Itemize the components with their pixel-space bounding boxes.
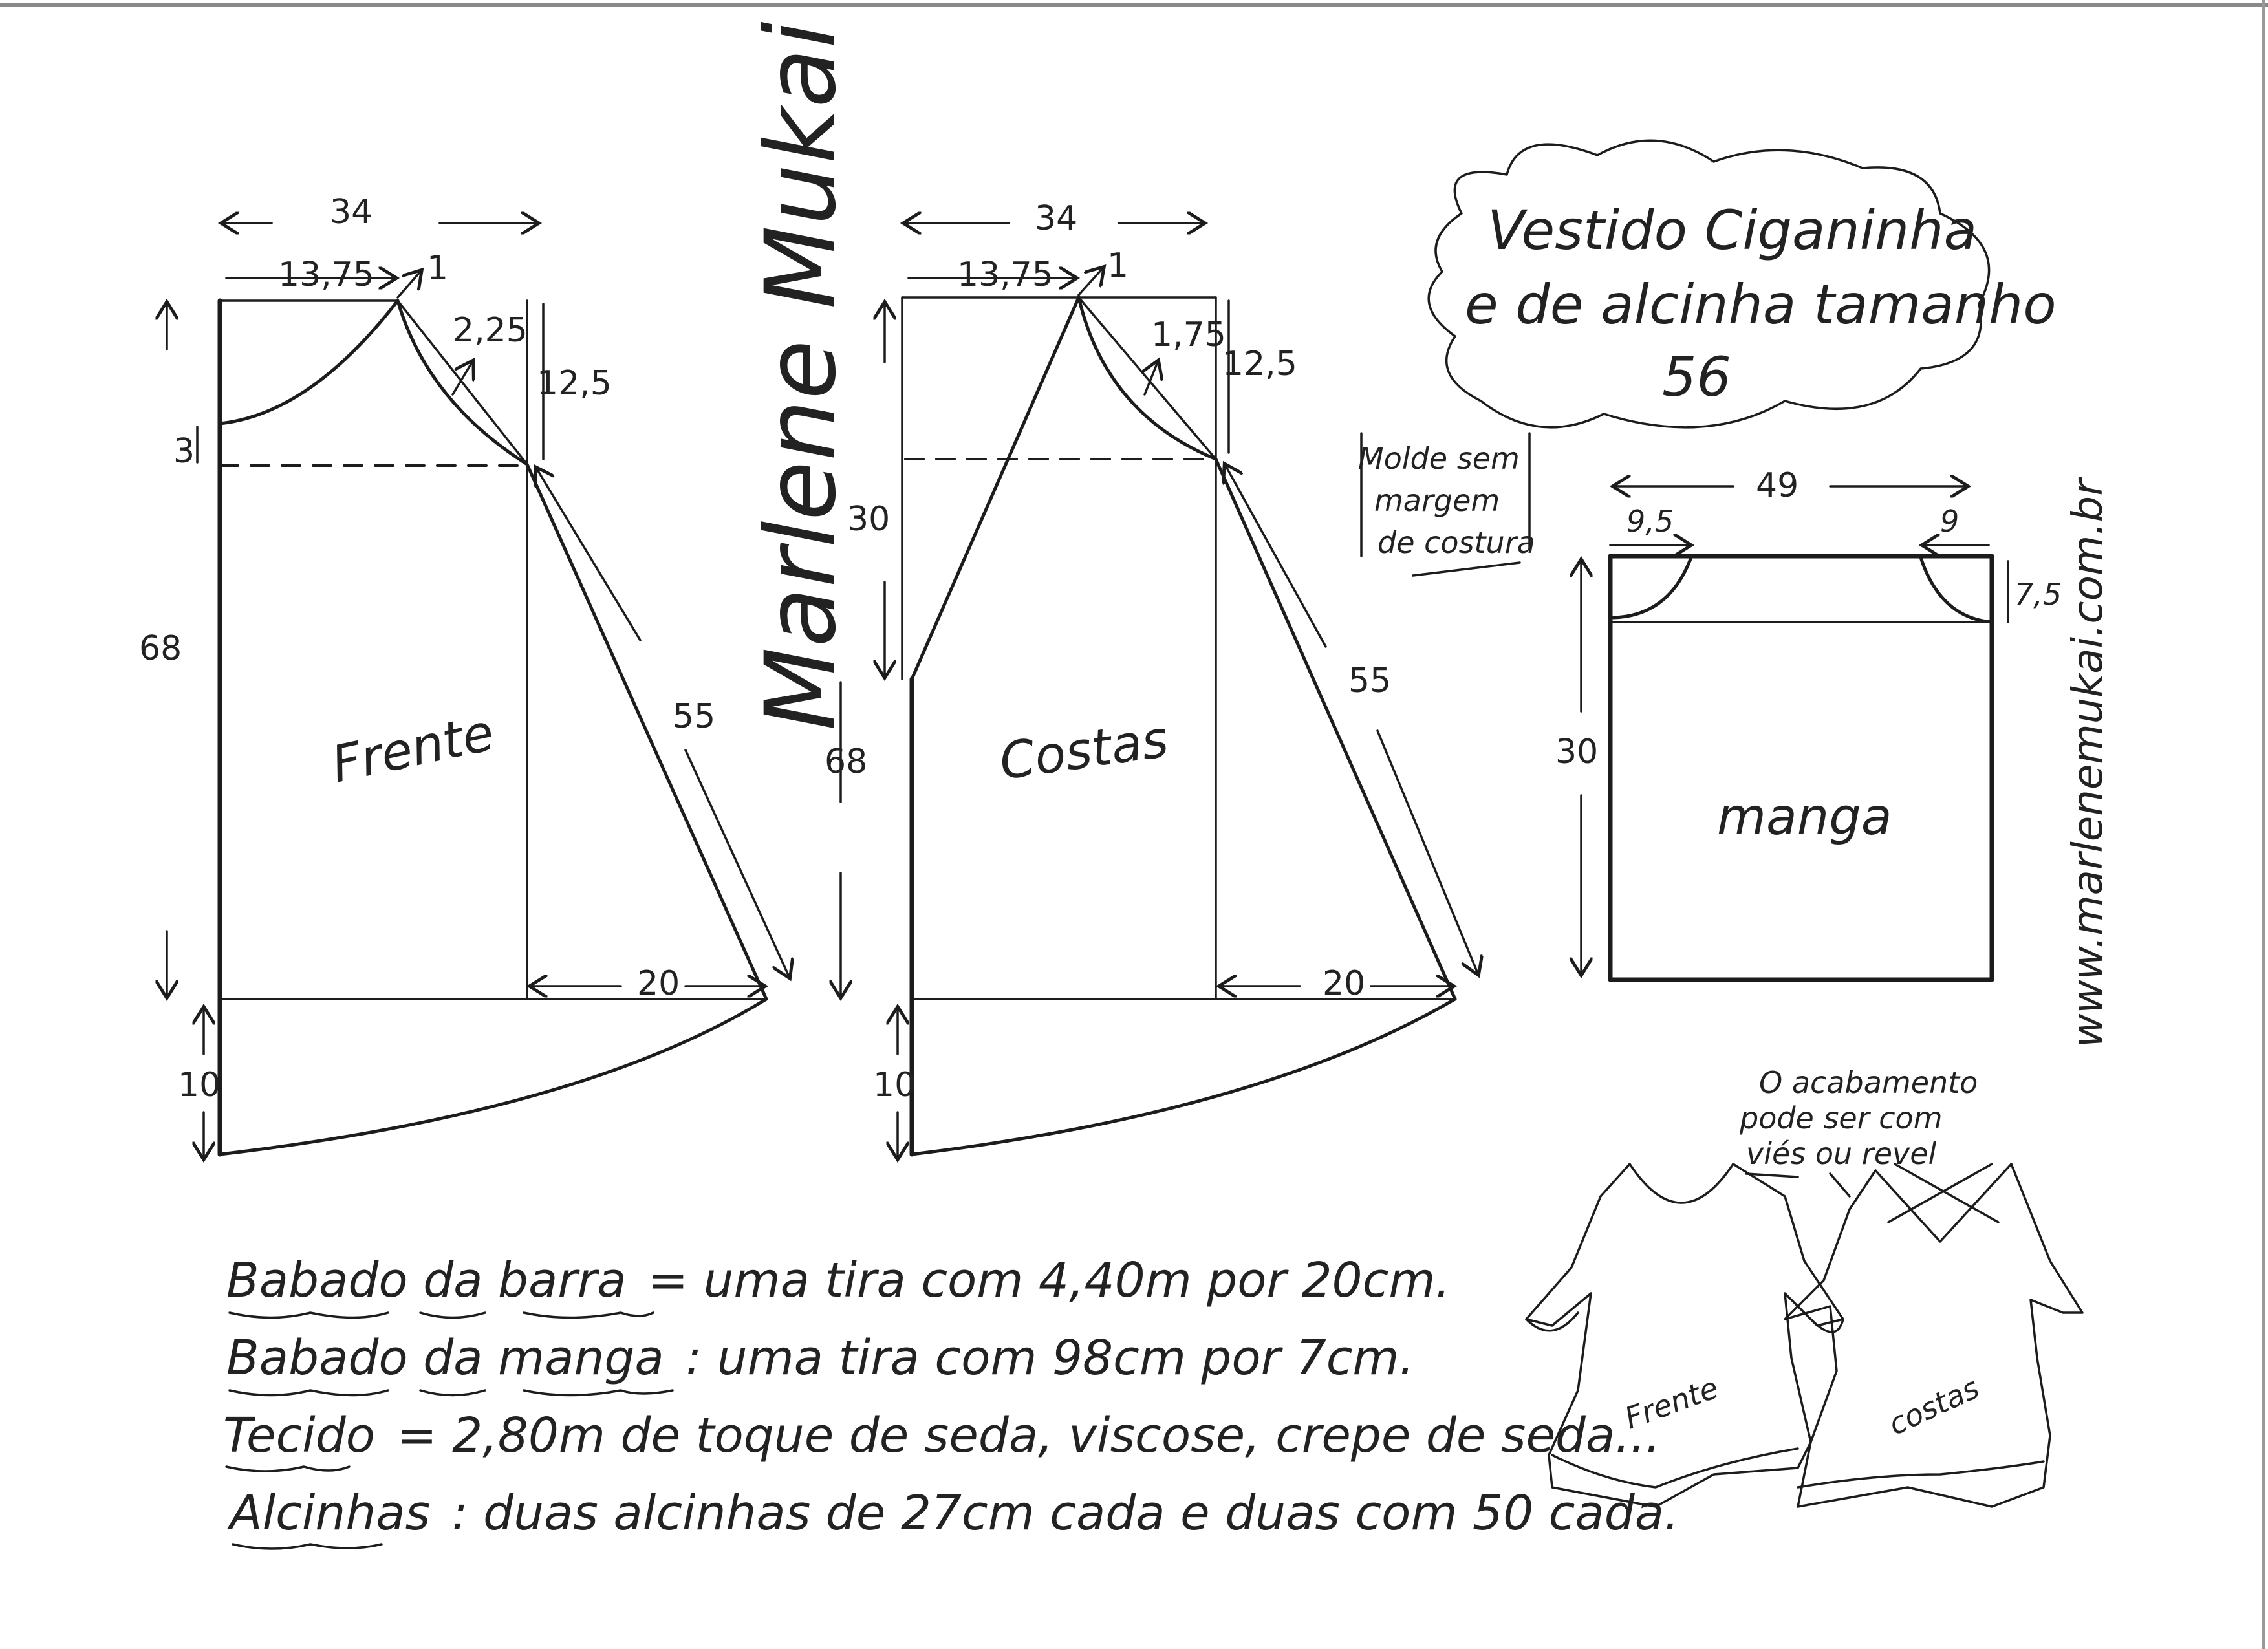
costas-label: Costas (996, 710, 1172, 792)
costas-ruffle-label: 10 (873, 1066, 916, 1105)
back-sketch-strap-1 (1894, 1163, 2000, 1223)
molde-note: Molde sem margem de costura (1358, 432, 1535, 577)
instruction-1-term: Babado da barra (226, 1253, 627, 1308)
manga-length-label: 30 (1555, 733, 1598, 771)
costas-flare-line (1214, 457, 1457, 1001)
instruction-2: Babado da manga : uma tira com 98cm por … (226, 1330, 1414, 1386)
frente-length-label: 68 (139, 629, 182, 668)
frente-shoulder-rise-arrow (396, 272, 420, 299)
instruction-2-term: Babado da manga (226, 1330, 664, 1386)
molde-note-line2: margem (1374, 483, 1500, 518)
costas-shoulder-rise-arrow (1077, 268, 1103, 296)
front-sketch-left-ruffle (1525, 1311, 1579, 1332)
frente-neckline (218, 299, 400, 426)
frente-diagonal-label: 55 (673, 697, 715, 736)
back-sketch-label: costas (1883, 1370, 1985, 1442)
instruction-4-underline (232, 1543, 383, 1550)
manga-pattern: 49 9,5 9 7,5 30 manga (1555, 466, 2062, 982)
title-cloud-outline (1427, 139, 1991, 429)
front-sketch-neckline (1628, 1163, 1734, 1204)
costas-length-label: 68 (825, 742, 867, 781)
manga-curve-depth-label: 7,5 (2014, 577, 2062, 612)
costas-hem-ext-label: 20 (1323, 964, 1365, 1003)
costas-pattern: 34 13,75 1 1,75 12,5 30 68 55 20 10 Cost… (825, 199, 1478, 1158)
frente-flare-line (525, 462, 768, 1001)
instruction-1: Babado da barra = uma tira com 4,40m por… (226, 1253, 1451, 1308)
frente-pattern: 34 13,75 1 2,25 12,5 3 68 55 20 10 Frent… (139, 193, 789, 1158)
signature: Marlene Mukai (745, 21, 858, 731)
instruction-3-text: = 2,80m de toque de seda, viscose, crepe… (397, 1408, 1661, 1463)
frente-hem-ext-label: 20 (637, 964, 680, 1003)
title-line3: 56 (1662, 345, 1731, 409)
manga-left-curve (1608, 555, 1693, 620)
manga-label: manga (1717, 788, 1892, 846)
costas-hem-curve (910, 997, 1457, 1156)
instruction-3-term: Tecido (223, 1408, 375, 1463)
costas-diagonal-arrow-up (1226, 466, 1327, 648)
costas-shoulder-rise-label: 1 (1107, 246, 1129, 285)
costas-neckline (910, 296, 1081, 681)
instruction-4-term: Alcinhas (227, 1485, 430, 1541)
instruction-2-text: : uma tira com 98cm por 7cm. (686, 1330, 1414, 1386)
costas-diagonal-label: 55 (1348, 662, 1391, 700)
manga-right-curve (1919, 555, 1994, 624)
manga-left-curve-label: 9,5 (1626, 504, 1674, 539)
frente-shoulder-guide (396, 299, 528, 466)
costas-armhole (1077, 296, 1218, 461)
frente-ruffle-label: 10 (178, 1066, 221, 1105)
finish-note-line2: pode ser com (1739, 1101, 1943, 1136)
finish-note-line1: O acabamento (1759, 1065, 1978, 1100)
frente-hem-curve (218, 997, 768, 1156)
molde-note-line3: de costura (1377, 525, 1535, 560)
website-text: www.marlenemukai.com.br (2064, 477, 2112, 1048)
costas-neck-width-label: 13,75 (957, 255, 1053, 294)
back-sketch-strap-2 (1887, 1163, 1993, 1223)
front-sketch-hem-ruffle (1551, 1447, 1799, 1489)
instruction-2-underline (228, 1389, 674, 1397)
costas-diagonal-arrow-down (1376, 729, 1478, 973)
frente-diagonal-arrow-down (684, 749, 789, 976)
manga-right-curve-label: 9 (1940, 504, 1959, 539)
manga-width-label: 49 (1756, 466, 1798, 505)
costas-armhole-depth-arrow (1145, 362, 1158, 396)
frente-width-label: 34 (330, 193, 373, 232)
instruction-3: Tecido = 2,80m de toque de seda, viscose… (223, 1408, 1661, 1463)
back-sketch-hem-ruffle (1797, 1460, 2045, 1489)
instruction-3-underline (225, 1465, 351, 1472)
frente-armhole-depth-label: 2,25 (453, 311, 528, 350)
instruction-1-underline (228, 1311, 654, 1319)
finish-note: O acabamento pode ser com viés ou revel (1739, 1065, 1978, 1198)
dress-sketch-back: costas (1784, 1163, 2084, 1508)
frente-label: Frente (327, 704, 499, 795)
instruction-4-text: : duas alcinhas de 27cm cada e duas com … (452, 1485, 1679, 1541)
frente-neck-width-label: 13,75 (278, 255, 374, 294)
frente-armhole (396, 299, 529, 466)
manga-outline (1608, 554, 1994, 982)
back-sketch-outline (1784, 1163, 2084, 1508)
instruction-1-text: = uma tira com 4,40m por 20cm. (648, 1253, 1451, 1308)
frente-diagonal-arrow-up (537, 469, 642, 641)
costas-armhole-depth-label: 1,75 (1151, 316, 1226, 354)
molde-note-line1: Molde sem (1358, 441, 1520, 476)
title-line2: e de alcinha tamanho (1465, 273, 2057, 336)
frente-shoulder-rise-label: 1 (427, 249, 448, 288)
finish-note-line3: viés ou revel (1746, 1136, 1937, 1171)
molde-note-underline (1412, 561, 1521, 577)
instruction-4: Alcinhas : duas alcinhas de 27cm cada e … (227, 1485, 1679, 1541)
finish-note-pointer-left (1745, 1172, 1799, 1178)
costas-width-label: 34 (1035, 199, 1077, 238)
frente-neck-drop-label: 3 (173, 432, 195, 471)
title-line1: Vestido Ciganinha (1487, 199, 1977, 262)
title-cloud: Vestido Ciganinha e de alcinha tamanho 5… (1427, 139, 2057, 429)
frente-armhole-depth-arrow (451, 362, 472, 396)
costas-side-drop-label: 12,5 (1222, 345, 1297, 383)
costas-neck-drop-label: 30 (847, 500, 890, 539)
front-sketch-outline (1525, 1163, 1844, 1508)
finish-note-pointer-right (1829, 1172, 1851, 1198)
frente-side-drop-label: 12,5 (537, 364, 612, 403)
back-sketch-neckline (1874, 1163, 2013, 1243)
instructions: Babado da barra = uma tira com 4,40m por… (223, 1253, 1679, 1550)
